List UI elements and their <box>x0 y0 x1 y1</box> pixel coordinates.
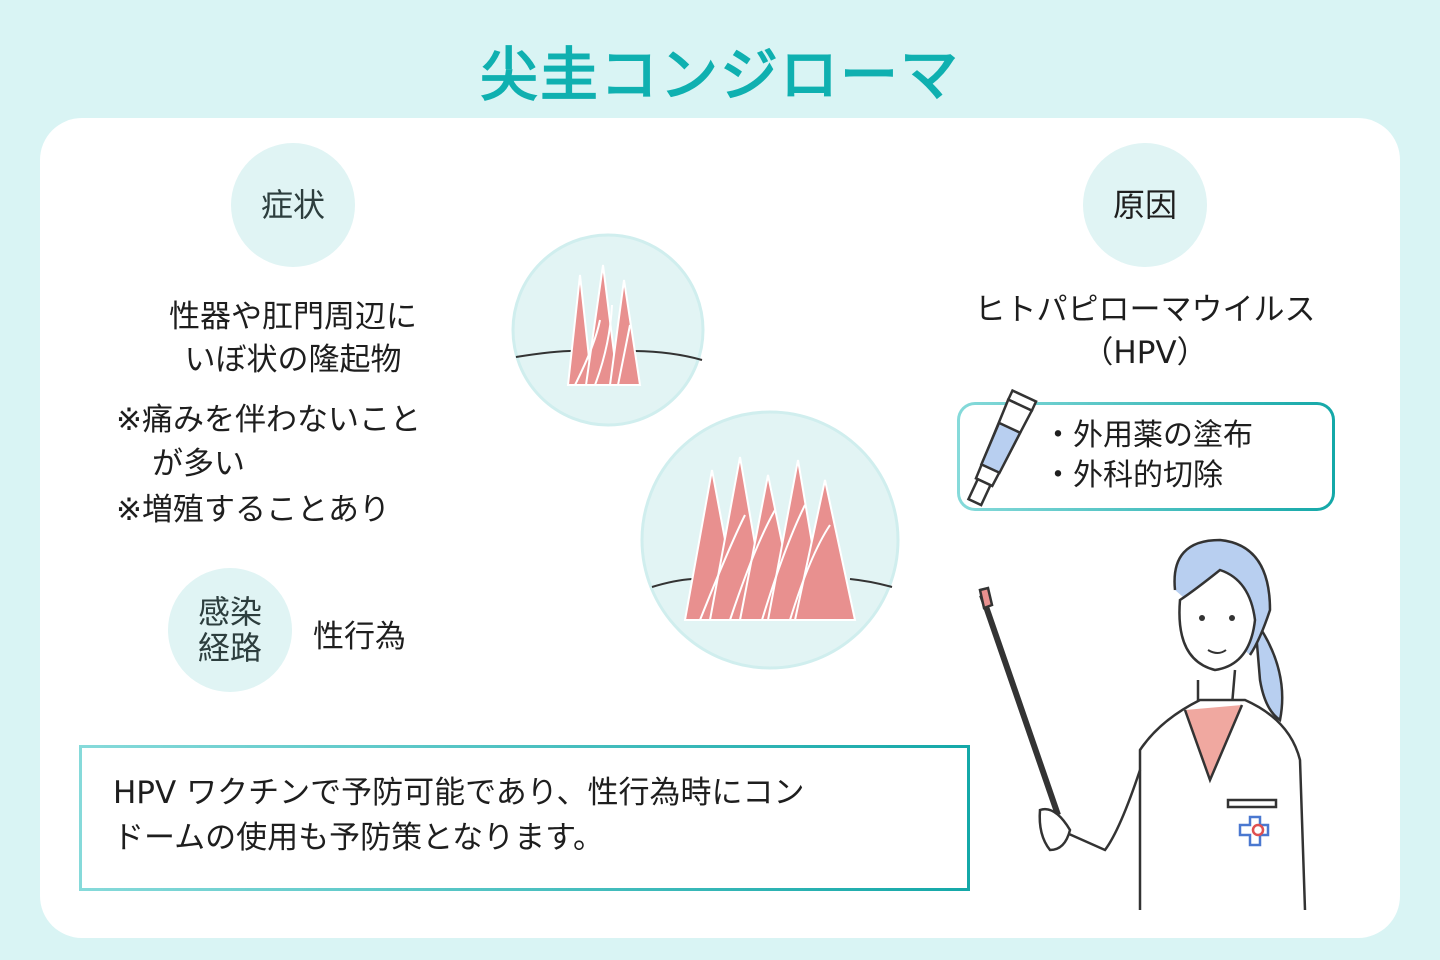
prevention-line: HPV ワクチンで予防可能であり、性行為時にコン <box>113 775 805 811</box>
cause-heading: 原因 <box>1112 186 1177 224</box>
route-heading-line: 経路 <box>197 629 262 667</box>
wart-illustration <box>511 233 900 670</box>
cross-logo-icon <box>1238 815 1270 847</box>
cause-line: ヒトパピローマウイルス <box>974 292 1316 328</box>
symptoms-line: 性器や肛門周辺に <box>169 299 417 335</box>
treatment-item: ・外用薬の塗布 <box>1043 418 1253 453</box>
ointment-tube-icon <box>966 388 1038 507</box>
symptoms-note: が多い <box>152 446 245 482</box>
prevention-line: ドームの使用も予防策となります。 <box>113 820 605 856</box>
route-value: 性行為 <box>313 619 406 655</box>
prevention-box <box>79 745 970 891</box>
symptoms-note: ※増殖することあり <box>116 492 390 528</box>
cause-heading-circle: 原因 <box>1083 143 1207 267</box>
route-heading-line: 感染 <box>197 593 262 631</box>
doctor-illustration <box>978 538 1307 911</box>
route-heading-circle: 感染 経路 <box>168 568 292 692</box>
large-wart <box>683 456 857 621</box>
symptoms-line: いぼ状の隆起物 <box>184 342 402 378</box>
symptoms-heading-circle: 症状 <box>231 143 355 267</box>
skin-line <box>651 578 893 588</box>
symptoms-note: ※痛みを伴わないこと <box>116 402 421 438</box>
treatment-item: ・外科的切除 <box>1043 458 1223 493</box>
symptoms-heading: 症状 <box>260 186 325 224</box>
page-title: 尖圭コンジローマ <box>479 41 960 109</box>
cause-line: （HPV） <box>1082 335 1208 371</box>
small-wart <box>566 264 642 386</box>
